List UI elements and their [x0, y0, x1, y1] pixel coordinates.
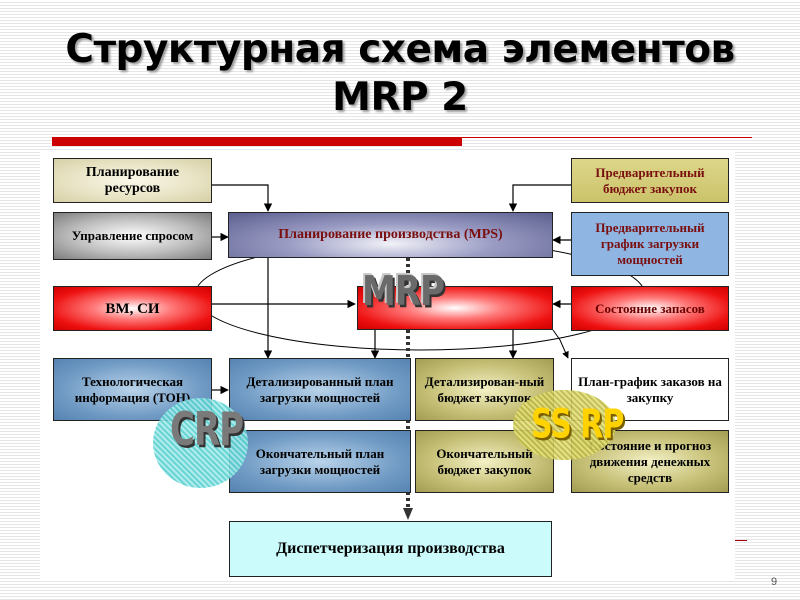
ssrp-oval	[513, 390, 616, 460]
box-detailed-capacity-plan: Детализированный план загрузки мощностей	[229, 358, 411, 421]
crp-badge: CRP	[170, 403, 244, 457]
box-label: Предварительный бюджет закупок	[595, 164, 705, 196]
box-resource-planning: Планирование ресурсов	[53, 158, 212, 203]
title-line-2: MRP 2	[332, 75, 468, 120]
box-label: Состояние запасов	[595, 300, 705, 316]
box-final-capacity-plan: Окончательный план загрузки мощностей	[229, 430, 411, 493]
mrp-badge: MRP	[362, 268, 445, 316]
box-label: Предварительный график загрузки мощносте…	[595, 220, 705, 267]
box-label: Детализирован-ный бюджет закупок	[424, 373, 545, 405]
box-bom: ВМ, СИ	[53, 286, 212, 331]
box-inventory-status: Состояние запасов	[571, 286, 729, 331]
box-label: Окончательный бюджет закупок	[436, 445, 533, 477]
box-cash-flow: Состояние и прогноз движения денежных ср…	[571, 430, 729, 493]
box-label: Диспетчеризация производства	[276, 540, 505, 557]
slide-title: Структурная схема элементов MRP 2	[0, 26, 800, 122]
box-mrp	[357, 286, 553, 330]
box-label: ВМ, СИ	[105, 300, 160, 317]
box-prelim-capacity-schedule: Предварительный график загрузки мощносте…	[571, 212, 729, 276]
box-label: Технологическая информация (ТОН)	[74, 373, 191, 405]
box-label: Планирование производства (MPS)	[278, 227, 503, 242]
title-underline-thin	[462, 137, 752, 138]
page-number: 9	[771, 576, 778, 588]
crp-circle	[153, 398, 248, 488]
box-label: Детализированный план загрузки мощностей	[246, 373, 394, 405]
box-label: Планирование ресурсов	[85, 164, 180, 196]
ssrp-badge: SS RP	[531, 400, 624, 449]
box-label: Состояние и прогноз движения денежных ср…	[588, 437, 712, 485]
red-tick-mark	[735, 540, 747, 541]
box-prelim-purchase-budget: Предварительный бюджет закупок	[571, 158, 729, 203]
box-label: Окончательный план загрузки мощностей	[255, 445, 385, 477]
box-label: План-график заказов на закупку	[578, 373, 722, 405]
box-demand-management: Управление спросом	[53, 212, 212, 260]
box-mps: Планирование производства (MPS)	[228, 212, 553, 258]
title-line-1: Структурная схема элементов	[65, 27, 735, 72]
box-label: Управление спросом	[71, 228, 194, 243]
box-dispatching: Диспетчеризация производства	[229, 521, 552, 577]
title-underline-thick	[52, 137, 462, 146]
